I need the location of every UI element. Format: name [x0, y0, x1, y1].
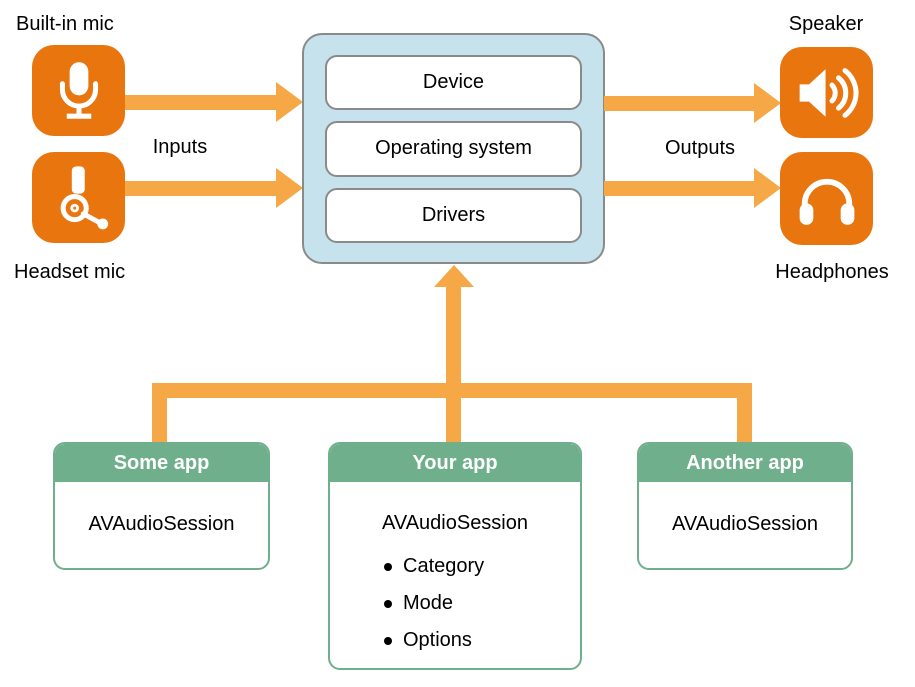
system-layer-device: Device: [325, 55, 582, 111]
system-layer-operating-system: Operating system: [325, 121, 582, 177]
headphones-label: Headphones: [775, 261, 889, 283]
list-item: Options: [330, 622, 580, 659]
headset-mic-label: Headset mic: [14, 261, 126, 283]
headset-mic-tile: [32, 152, 125, 243]
app-header: Some app: [55, 444, 268, 482]
arrow-apps-to-system-head: [434, 265, 474, 287]
avaudiosession-label: AVAudioSession: [671, 512, 818, 535]
session-properties-list: Category Mode Options: [330, 548, 580, 659]
system-stack-box: Device Operating system Drivers: [302, 33, 605, 264]
connector-left-stem: [152, 383, 167, 443]
microphone-icon: [59, 61, 98, 119]
avaudiosession-label: AVAudioSession: [88, 512, 235, 535]
list-item: Category: [330, 548, 580, 585]
bullet-icon: [384, 636, 392, 645]
inputs-label: Inputs: [152, 136, 208, 158]
speaker-icon: [799, 67, 859, 118]
headphones-icon: [799, 178, 854, 225]
speaker-tile: [780, 47, 873, 138]
bullet-icon: [384, 562, 392, 571]
speaker-label: Speaker: [788, 13, 864, 35]
app-box-some-app: Some app AVAudioSession: [53, 442, 270, 570]
headphones-tile: [780, 152, 873, 245]
system-layer-drivers: Drivers: [325, 187, 582, 243]
connector-center-stem: [446, 285, 461, 443]
list-item: Mode: [330, 585, 580, 622]
app-header: Another app: [639, 444, 851, 482]
app-box-your-app: Your app AVAudioSession Category Mode Op…: [328, 442, 582, 670]
bullet-icon: [384, 599, 392, 608]
built-in-mic-label: Built-in mic: [16, 13, 114, 35]
avaudiosession-label: AVAudioSession: [381, 512, 528, 534]
app-box-another-app: Another app AVAudioSession: [637, 442, 853, 570]
connector-right-stem: [737, 383, 752, 443]
headset-mic-icon: [60, 165, 108, 229]
connector-horizontal-bar: [152, 383, 752, 398]
built-in-mic-tile: [32, 45, 125, 136]
outputs-label: Outputs: [664, 137, 736, 159]
app-header: Your app: [330, 444, 580, 482]
